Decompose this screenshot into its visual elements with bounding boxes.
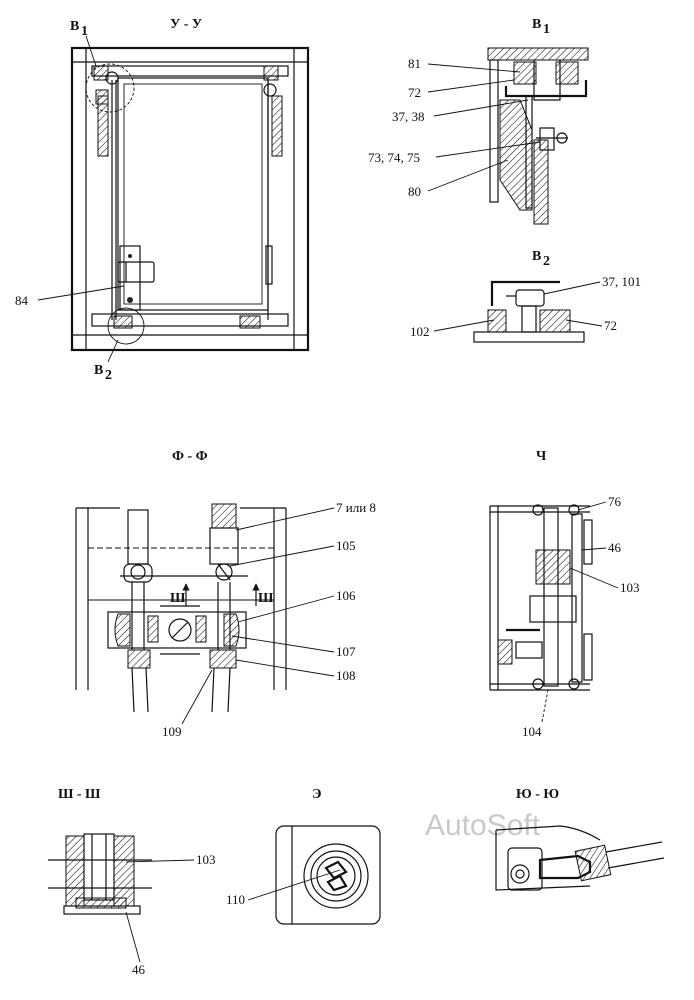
- b1-label-37-38: 37, 38: [392, 109, 425, 124]
- uu-detail-b1-circle: [85, 63, 135, 113]
- uu-label-84: 84: [15, 293, 29, 308]
- uu-label-b1: В: [70, 19, 79, 34]
- view-b2: В 2 37, 101 102 72: [410, 249, 641, 343]
- view-ff-title: Ф - Ф: [172, 449, 208, 464]
- b2-label-72: 72: [604, 318, 617, 333]
- uu-label-b1-sub: 1: [81, 24, 88, 39]
- ff-label-106: 106: [336, 588, 356, 603]
- view-e-title: Э: [312, 787, 322, 802]
- ch-label-76: 76: [608, 494, 622, 509]
- view-b2-title: В: [532, 249, 541, 264]
- view-ch: Ч 76 46 103 104: [489, 449, 640, 739]
- view-yuyu-title: Ю - Ю: [516, 787, 559, 802]
- view-shsh-title: Ш - Ш: [58, 787, 101, 802]
- ff-label-108: 108: [336, 668, 356, 683]
- view-b1-title-sub: 1: [543, 22, 550, 37]
- b1-label-81: 81: [408, 56, 421, 71]
- uu-outer-frame: [70, 46, 310, 352]
- b1-label-73-74-75: 73, 74, 75: [368, 150, 420, 165]
- ch-label-103: 103: [620, 580, 640, 595]
- ff-section-sh-right: Ш: [258, 591, 274, 606]
- b1-label-72: 72: [408, 85, 421, 100]
- uu-label-b2: В: [94, 363, 103, 378]
- uu-label-b2-sub: 2: [105, 368, 112, 383]
- ff-label-109: 109: [162, 724, 182, 739]
- b1-label-80: 80: [408, 184, 421, 199]
- ff-label-7-or-8: 7 или 8: [336, 500, 376, 515]
- view-b1: В 1 81 72 37, 38 73, 74, 75 80: [368, 17, 589, 225]
- view-e: Э 110: [226, 787, 381, 925]
- e-label-110: 110: [226, 892, 245, 907]
- ff-label-105: 105: [336, 538, 356, 553]
- ch-label-104: 104: [522, 724, 542, 739]
- view-b2-title-sub: 2: [543, 254, 550, 269]
- view-yuyu: Ю - Ю: [495, 787, 665, 891]
- shsh-label-46: 46: [132, 962, 146, 977]
- b2-label-37-101: 37, 101: [602, 274, 641, 289]
- uu-detail-b2-circle: [107, 307, 145, 345]
- ch-label-46: 46: [608, 540, 622, 555]
- shsh-label-103: 103: [196, 852, 216, 867]
- view-shsh: Ш - Ш 103 46: [48, 787, 216, 977]
- watermark: AutoSoft: [425, 809, 541, 842]
- view-uu: У - У: [15, 17, 310, 383]
- view-b1-title: В: [532, 17, 541, 32]
- view-ch-title: Ч: [536, 449, 547, 464]
- b2-label-102: 102: [410, 324, 430, 339]
- ff-section-sh-left: Ш: [170, 591, 186, 606]
- view-ff: Ф - Ф: [75, 449, 376, 739]
- view-uu-title: У - У: [170, 17, 202, 32]
- ff-label-107: 107: [336, 644, 356, 659]
